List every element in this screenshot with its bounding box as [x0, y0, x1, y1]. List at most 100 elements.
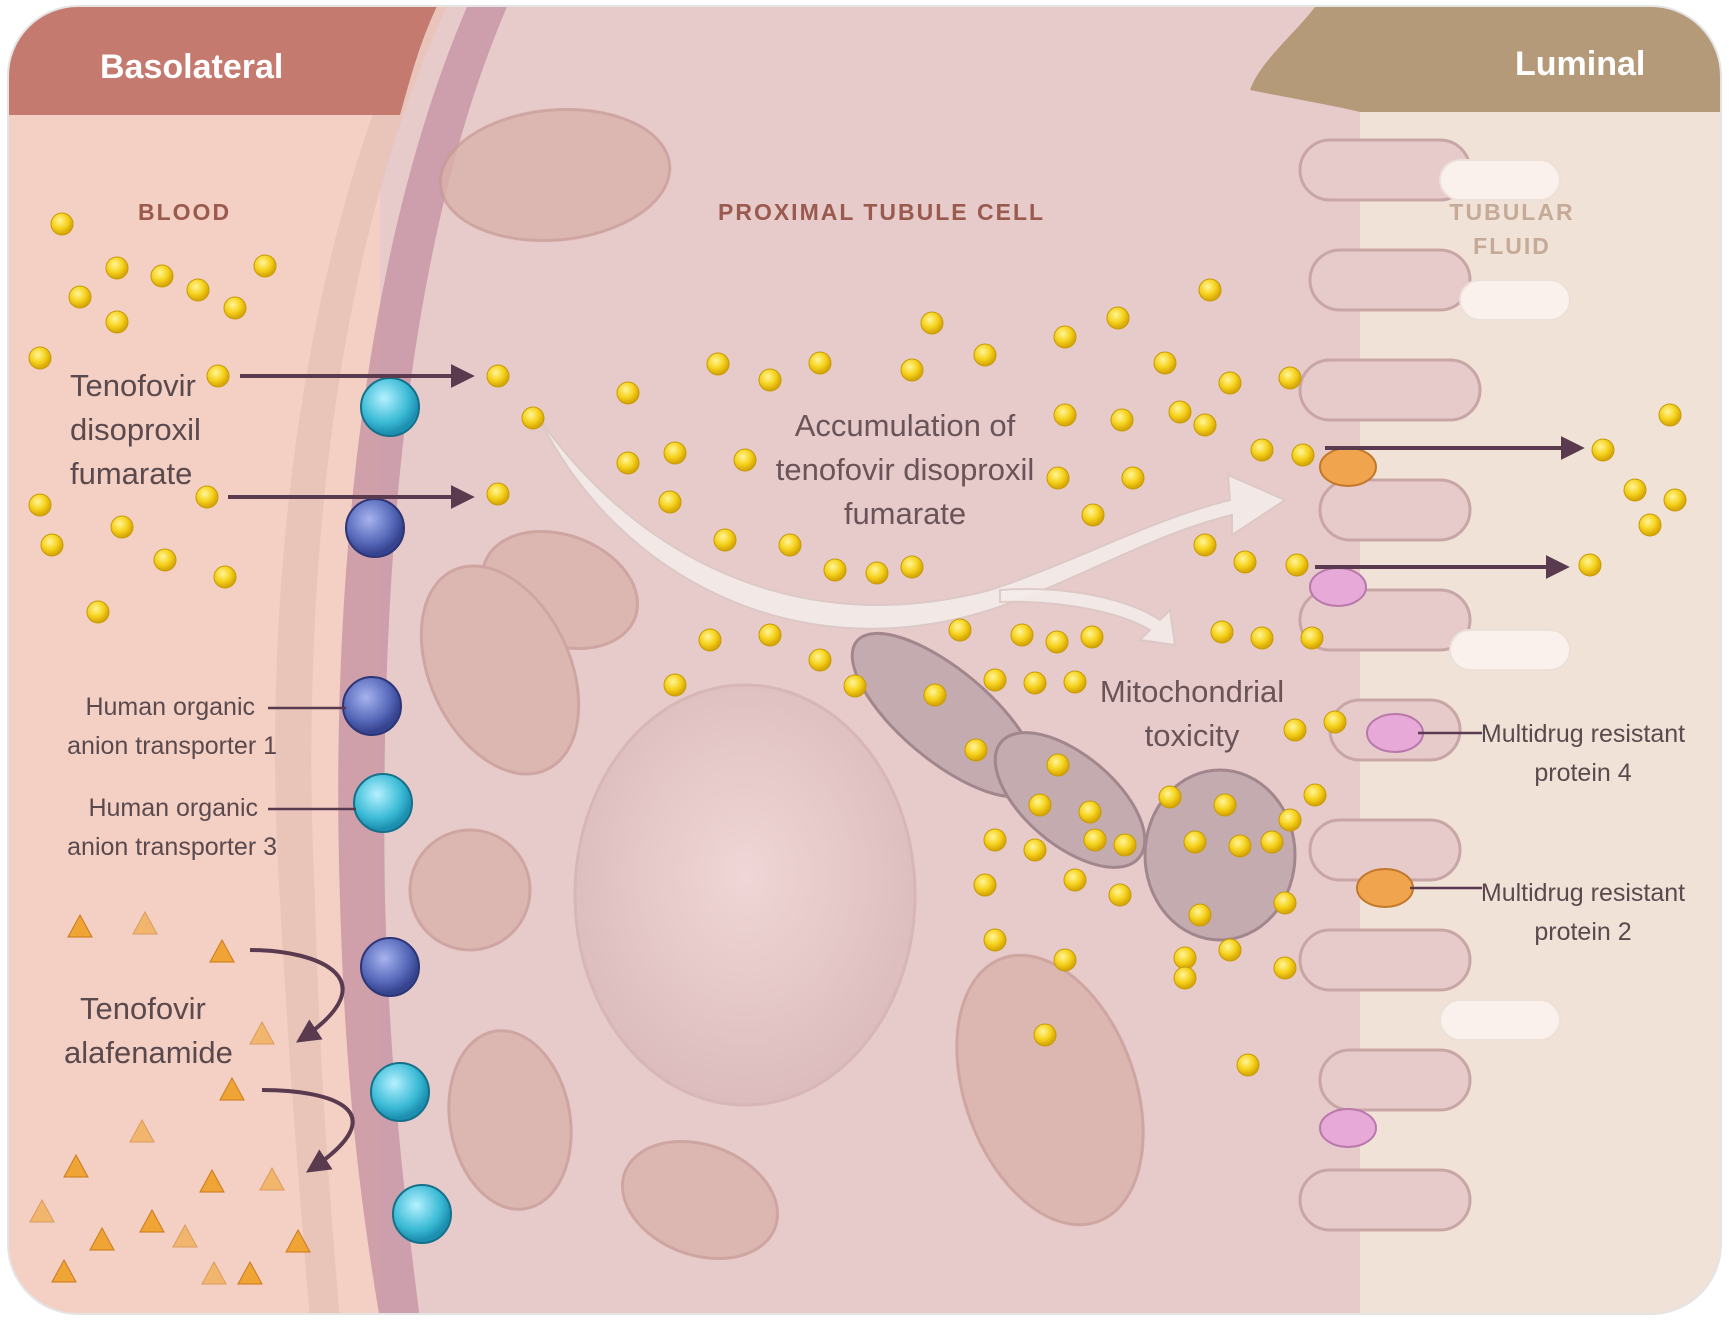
tdf-molecule: [1199, 279, 1221, 301]
tdf-molecule: [1274, 892, 1296, 914]
mito-label-line2: toxicity: [1145, 718, 1240, 753]
tdf-molecule: [1064, 869, 1086, 891]
tdf-molecule: [254, 255, 276, 277]
tdf-molecule: [196, 486, 218, 508]
tdf-molecule: [106, 311, 128, 333]
tdf-molecule: [1324, 711, 1346, 733]
tdf-molecule: [1054, 949, 1076, 971]
taf-label-line1: Tenofovir: [80, 991, 206, 1026]
cell-label: PROXIMAL TUBULE CELL: [718, 199, 1045, 225]
tdf-molecule: [1279, 367, 1301, 389]
tdf-molecule: [1154, 352, 1176, 374]
tdf-label-line1: Tenofovir: [70, 368, 196, 403]
tdf-molecule: [1079, 801, 1101, 823]
tdf-molecule: [214, 566, 236, 588]
oat3-label-line1: Human organic: [88, 794, 258, 822]
blood-label: BLOOD: [138, 199, 231, 225]
tdf-molecule: [487, 483, 509, 505]
tdf-molecule: [1084, 829, 1106, 851]
tdf-molecule: [1081, 626, 1103, 648]
tdf-molecule: [707, 353, 729, 375]
tdf-molecule: [87, 601, 109, 623]
tdf-molecule: [1194, 414, 1216, 436]
tdf-molecule: [1286, 554, 1308, 576]
tdf-molecule: [487, 365, 509, 387]
tdf-molecule: [809, 352, 831, 374]
tdf-molecule: [1111, 409, 1133, 431]
tdf-molecule: [1174, 967, 1196, 989]
tdf-molecule: [51, 213, 73, 235]
nucleus: [575, 685, 915, 1105]
tdf-molecule: [1184, 831, 1206, 853]
tdf-molecule: [1261, 831, 1283, 853]
tdf-molecule: [154, 549, 176, 571]
tdf-molecule: [734, 449, 756, 471]
tdf-molecule: [1064, 671, 1086, 693]
tdf-molecule: [1579, 554, 1601, 576]
tdf-molecule: [1114, 834, 1136, 856]
tdf-molecule: [29, 347, 51, 369]
mrp2-label-line1: Multidrug resistant: [1481, 879, 1685, 907]
tdf-molecule: [1624, 479, 1646, 501]
tdf-molecule: [779, 534, 801, 556]
tdf-molecule: [111, 516, 133, 538]
accumulation-label-line1: Accumulation of: [795, 408, 1016, 443]
tdf-molecule: [617, 452, 639, 474]
tdf-molecule: [29, 494, 51, 516]
tdf-molecule: [924, 684, 946, 706]
tdf-molecule: [866, 562, 888, 584]
tdf-molecule: [1054, 404, 1076, 426]
tdf-molecule: [664, 674, 686, 696]
tdf-molecule: [617, 382, 639, 404]
oat3-label-line2: anion transporter 3: [67, 833, 277, 861]
basolateral-header: Basolateral: [100, 48, 283, 86]
tdf-molecule: [1274, 957, 1296, 979]
tdf-molecule: [224, 297, 246, 319]
tdf-molecule: [824, 559, 846, 581]
luminal-header-bar: [1250, 0, 1729, 112]
mrp2-transporter: [1357, 869, 1413, 907]
luminal-header: Luminal: [1515, 45, 1645, 83]
tdf-molecule: [901, 556, 923, 578]
tdf-molecule: [1109, 884, 1131, 906]
oat1-transporter: [361, 938, 419, 996]
tdf-molecule: [759, 369, 781, 391]
tdf-molecule: [1219, 939, 1241, 961]
oat3-transporter: [354, 774, 412, 832]
tdf-molecule: [1011, 624, 1033, 646]
tdf-molecule: [187, 279, 209, 301]
tdf-molecule: [1159, 786, 1181, 808]
tdf-molecule: [1047, 754, 1069, 776]
tdf-molecule: [1211, 621, 1233, 643]
tdf-molecule: [759, 624, 781, 646]
accumulation-label-line2: tenofovir disoproxil: [776, 452, 1034, 487]
mrp2-transporter: [1320, 448, 1376, 486]
oat3-transporter: [393, 1185, 451, 1243]
tdf-molecule: [809, 649, 831, 671]
tdf-molecule: [207, 365, 229, 387]
tdf-molecule: [844, 675, 866, 697]
tdf-molecule: [1122, 467, 1144, 489]
tdf-molecule: [1047, 467, 1069, 489]
tdf-molecule: [1301, 627, 1323, 649]
oat1-label-line2: anion transporter 1: [67, 732, 277, 760]
tdf-molecule: [1214, 794, 1236, 816]
tdf-molecule: [1234, 551, 1256, 573]
fluid-label-line1: TUBULAR: [1449, 199, 1574, 225]
tdf-molecule: [1284, 719, 1306, 741]
tdf-molecule: [699, 629, 721, 651]
oat1-transporter: [343, 677, 401, 735]
tdf-molecule: [974, 344, 996, 366]
tdf-molecule: [1292, 444, 1314, 466]
oat3-transporter: [371, 1063, 429, 1121]
tdf-molecule: [1024, 672, 1046, 694]
tdf-molecule: [1592, 439, 1614, 461]
oat1-label-line1: Human organic: [85, 693, 255, 721]
tdf-molecule: [1174, 947, 1196, 969]
tdf-molecule: [1029, 794, 1051, 816]
tdf-molecule: [1189, 904, 1211, 926]
tdf-molecule: [1251, 439, 1273, 461]
tdf-molecule: [41, 534, 63, 556]
tdf-label-line2: disoproxil: [70, 412, 201, 447]
